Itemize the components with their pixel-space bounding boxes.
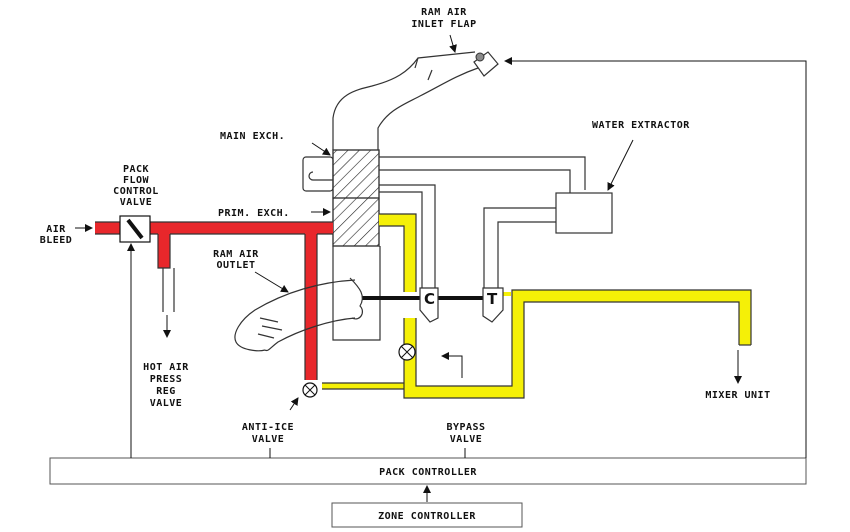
cold-air-ducts bbox=[322, 213, 752, 399]
zone-controller-label: ZONE CONTROLLER bbox=[378, 511, 476, 522]
primary-exchanger bbox=[332, 197, 380, 247]
ram-air-outlet bbox=[234, 279, 356, 352]
svg-text:VALVE: VALVE bbox=[120, 197, 153, 208]
pack-controller-label: PACK CONTROLLER bbox=[379, 467, 477, 478]
mixer-unit-label: MIXER UNIT bbox=[705, 390, 770, 401]
svg-text:VALVE: VALVE bbox=[252, 434, 285, 445]
bypass-valve[interactable] bbox=[398, 343, 416, 361]
pack-controller: PACK CONTROLLER bbox=[49, 457, 807, 485]
svg-text:REG: REG bbox=[156, 386, 176, 397]
air-bleed-label: AIR BLEED bbox=[40, 224, 73, 246]
hot-air-press-reg-valve-label: HOT AIR PRESS REG VALVE bbox=[143, 362, 189, 409]
svg-text:HOT AIR: HOT AIR bbox=[143, 362, 189, 373]
svg-text:BLEED: BLEED bbox=[40, 235, 73, 246]
svg-text:ANTI-ICE: ANTI-ICE bbox=[242, 422, 294, 433]
svg-text:RAM AIR: RAM AIR bbox=[421, 7, 467, 18]
fan bbox=[349, 277, 364, 320]
compressor-label: C bbox=[424, 290, 435, 308]
air-cycle-machine: C T bbox=[349, 277, 504, 323]
svg-text:CONTROL: CONTROL bbox=[113, 186, 159, 197]
bypass-valve-label: BYPASS VALVE bbox=[446, 422, 485, 445]
ram-air-inlet-flap bbox=[473, 51, 499, 77]
ram-air-outlet-label: RAM AIR OUTLET bbox=[213, 249, 259, 271]
ram-air-inlet-flap-label: RAM AIR INLET FLAP bbox=[411, 7, 476, 30]
zone-controller: ZONE CONTROLLER bbox=[331, 502, 523, 528]
svg-text:PACK: PACK bbox=[123, 164, 149, 175]
svg-text:INLET FLAP: INLET FLAP bbox=[411, 19, 476, 30]
svg-text:VALVE: VALVE bbox=[150, 398, 183, 409]
anti-ice-valve-label: ANTI-ICE VALVE bbox=[242, 422, 294, 445]
hot-air-ducts bbox=[95, 221, 333, 380]
water-extractor-box bbox=[555, 192, 613, 234]
water-extractor-label: WATER EXTRACTOR bbox=[592, 120, 690, 131]
control-lines bbox=[75, 34, 807, 502]
ram-air-inlet-duct bbox=[332, 51, 479, 150]
heat-exchanger-housing bbox=[302, 149, 381, 341]
svg-text:VALVE: VALVE bbox=[450, 434, 483, 445]
pack-flow-control-valve[interactable] bbox=[119, 215, 151, 243]
gray-ducting bbox=[379, 156, 613, 300]
compressor bbox=[419, 287, 439, 323]
main-exchanger bbox=[332, 149, 380, 199]
svg-text:BYPASS: BYPASS bbox=[446, 422, 485, 433]
turbine bbox=[482, 287, 504, 323]
anti-ice-valve[interactable] bbox=[302, 382, 318, 398]
main-exch-label: MAIN EXCH. bbox=[220, 131, 285, 142]
svg-text:PRESS: PRESS bbox=[150, 374, 183, 385]
svg-text:FLOW: FLOW bbox=[123, 175, 150, 186]
svg-text:OUTLET: OUTLET bbox=[216, 260, 255, 271]
svg-text:AIR: AIR bbox=[46, 224, 66, 235]
turbine-label: T bbox=[487, 290, 498, 308]
pack-flow-control-valve-label: PACK FLOW CONTROL VALVE bbox=[113, 164, 159, 208]
prim-exch-label: PRIM. EXCH. bbox=[218, 208, 290, 219]
svg-text:RAM AIR: RAM AIR bbox=[213, 249, 259, 260]
